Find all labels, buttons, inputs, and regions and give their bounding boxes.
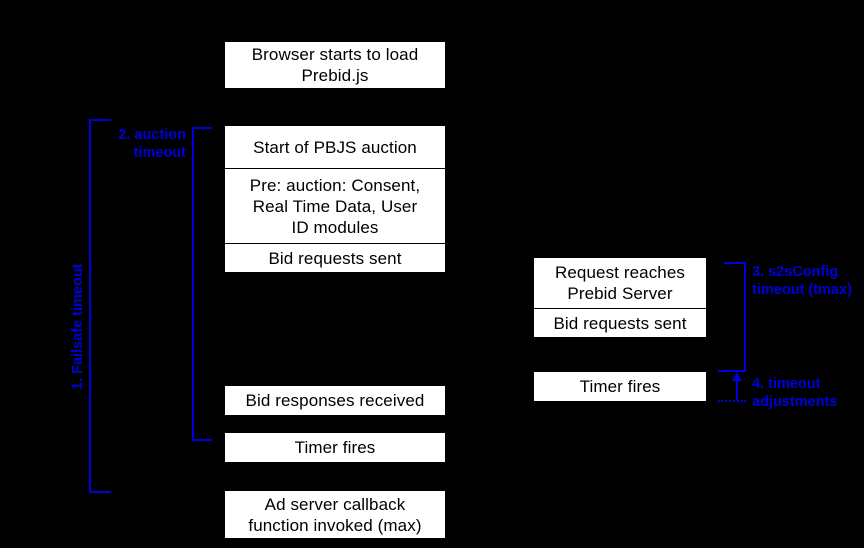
box-server-bid-requests-sent: Bid requests sent — [534, 308, 706, 337]
box-bid-requests-sent: Bid requests sent — [225, 243, 445, 272]
annotation-timeout-adjustments-label: 4. timeout adjustments — [752, 375, 837, 411]
failsafe-bracket-arm-top — [89, 119, 111, 121]
box-timer-fires-client: Timer fires — [225, 433, 445, 462]
annotation-s2sconfig-timeout-label: 3. s2sConfig timeout (tmax) — [752, 263, 852, 299]
auction-timeout-bracket-vertical — [192, 127, 194, 441]
box-pre-auction-modules-line-2: Real Time Data, User — [252, 196, 418, 216]
box-request-reaches-server: Request reaches Prebid Server — [534, 258, 706, 308]
box-timer-fires-client-line-1: Timer fires — [294, 438, 376, 457]
s2sconfig-bracket-arm-bottom — [718, 370, 746, 372]
box-timer-fires-server: Timer fires — [534, 372, 706, 401]
s2sconfig-bracket-arm-top — [724, 262, 746, 264]
box-server-bid-requests-sent-line-1: Bid requests sent — [553, 313, 687, 333]
timeout-adjustments-arrow-shaft — [736, 379, 738, 401]
box-start-auction-line-1: Start of PBJS auction — [253, 137, 417, 157]
annotation-s2sconfig-line-1: 3. s2sConfig — [752, 264, 839, 280]
timeout-adjustments-dotted-baseline — [718, 400, 746, 402]
box-start-auction: Start of PBJS auction — [225, 126, 445, 168]
box-bid-responses-received: Bid responses received — [225, 386, 445, 415]
annotation-timeout-adjustments-line-1: 4. timeout — [752, 376, 821, 392]
box-pre-auction-modules-line-1: Pre: auction: Consent, — [249, 175, 421, 195]
box-pre-auction-modules-line-3: ID modules — [291, 217, 379, 237]
failsafe-bracket-arm-bottom — [89, 491, 111, 493]
box-request-reaches-server-line-1: Request reaches — [554, 263, 686, 282]
box-ad-server-callback-line-1: Ad server callback — [264, 494, 406, 514]
box-pre-auction-modules: Pre: auction: Consent, Real Time Data, U… — [225, 168, 445, 243]
box-ad-server-callback-line-2: function invoked (max) — [248, 515, 422, 535]
auction-timeout-bracket-arm-top — [192, 127, 212, 129]
annotation-failsafe-timeout-label: 1. Failsafe timeout — [70, 263, 86, 390]
box-browser-load-line-2: Prebid.js — [301, 66, 369, 85]
box-ad-server-callback: Ad server callback function invoked (max… — [225, 491, 445, 538]
box-browser-load-line-1: Browser starts to load — [251, 45, 419, 64]
s2sconfig-bracket-vertical — [744, 262, 746, 372]
box-timer-fires-server-line-1: Timer fires — [579, 377, 661, 396]
box-bid-requests-sent-line-1: Bid requests sent — [268, 248, 402, 268]
box-bid-responses-received-line-1: Bid responses received — [245, 391, 425, 410]
annotation-s2sconfig-line-2: timeout (tmax) — [752, 282, 852, 298]
annotation-timeout-adjustments-line-2: adjustments — [752, 394, 838, 410]
annotation-auction-timeout-label: 2. auction timeout — [76, 126, 186, 162]
box-request-reaches-server-line-2: Prebid Server — [567, 284, 673, 303]
annotation-auction-timeout-line-2: timeout — [133, 145, 186, 161]
timeout-adjustments-arrow-head-icon — [732, 372, 742, 381]
annotation-auction-timeout-line-1: 2. auction — [118, 127, 186, 143]
box-browser-load: Browser starts to load Prebid.js — [225, 42, 445, 88]
auction-timeout-bracket-arm-bottom — [192, 439, 212, 441]
failsafe-bracket-vertical — [89, 119, 91, 493]
